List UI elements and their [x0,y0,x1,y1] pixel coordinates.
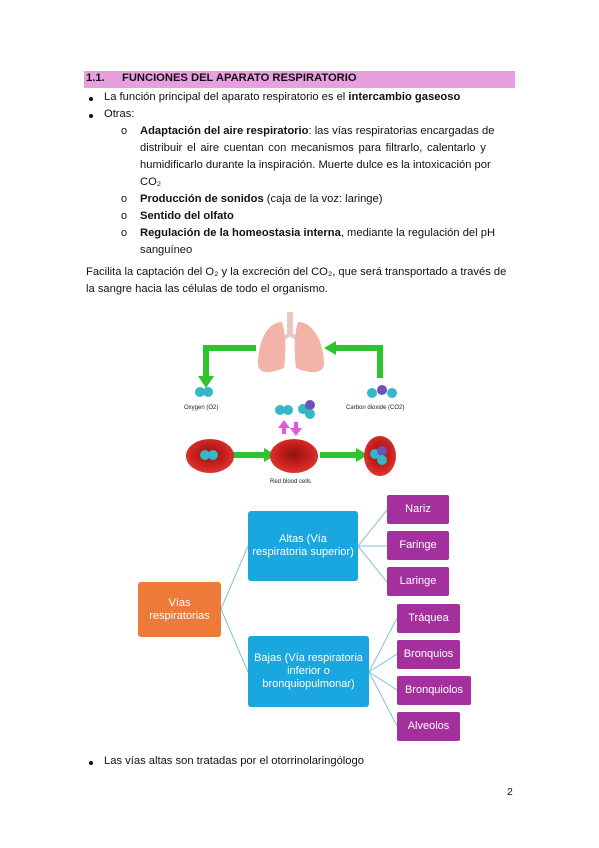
bullet-marker [89,761,93,765]
red-blood-cell-icon [270,439,318,473]
diagram-leaf-laringe: Laringe [387,567,449,596]
sub-bullet-marker: o [121,210,128,222]
heading-highlight [84,71,515,88]
sub-item-smell: Sentido del olfato [140,210,234,222]
sub-bullet-marker: o [121,125,128,137]
cells-label: Red blood cells [270,479,311,485]
section-number: 1.1. [86,72,105,84]
diagram-node-upper-airways: Altas (Vía respiratoria superior) [248,511,358,581]
bullet-main-function: La función principal del aparato respira… [104,91,461,103]
sub-item-sound: Producción de sonidos (caja de la voz: l… [140,193,383,205]
co2-molecule-icon [298,385,397,419]
diagram-leaf-bronquiolos: Bronquiolos [397,676,471,705]
diagram-leaf-traquea: Tráquea [397,604,460,633]
red-blood-cell-icon [186,439,234,473]
page-number: 2 [507,786,513,798]
diagram-leaf-faringe: Faringe [387,531,449,560]
bullet-others-label: Otras: [104,108,135,120]
diagram-leaf-alveolos: Alveolos [397,712,460,741]
sub-bullet-marker: o [121,193,128,205]
bullet-marker [89,114,93,118]
co2-label: Carbon dioxide (CO2) [346,405,404,411]
diagram-root-vias-respiratorias: Vías respiratorias [138,582,221,637]
lungs-icon [258,312,324,373]
red-blood-cell-icon [364,436,396,476]
bullet-otorhinolaryngologist: Las vías altas son tratadas por el otorr… [104,755,364,767]
diagram-node-lower-airways: Bajas (Vía respiratoria inferior o bronq… [248,636,369,707]
exchange-arrows-icon [278,420,302,436]
paragraph-gas-exchange: Facilita la captación del O₂ y la excrec… [86,266,507,295]
diagram-leaf-nariz: Nariz [387,495,449,524]
section-title: FUNCIONES DEL APARATO RESPIRATORIO [122,72,357,84]
diagram-leaf-bronquios: Bronquios [397,640,460,669]
gas-exchange-illustration: Oxygen (O2) Carbon dioxide (CO2) Red blo… [184,312,404,485]
bullet-marker [89,97,93,101]
oxygen-molecule-icon [195,387,293,415]
oxygen-label: Oxygen (O2) [184,405,218,411]
sub-item-homeostasis: Regulación de la homeostasia interna, me… [140,227,496,256]
section-heading: 1.1. FUNCIONES DEL APARATO RESPIRATORIO [86,72,357,84]
sub-bullet-marker: o [121,227,128,239]
circulation-arrows [203,345,383,458]
sub-item-adaptation: Adaptación del aire respiratorio: las ví… [140,125,495,188]
